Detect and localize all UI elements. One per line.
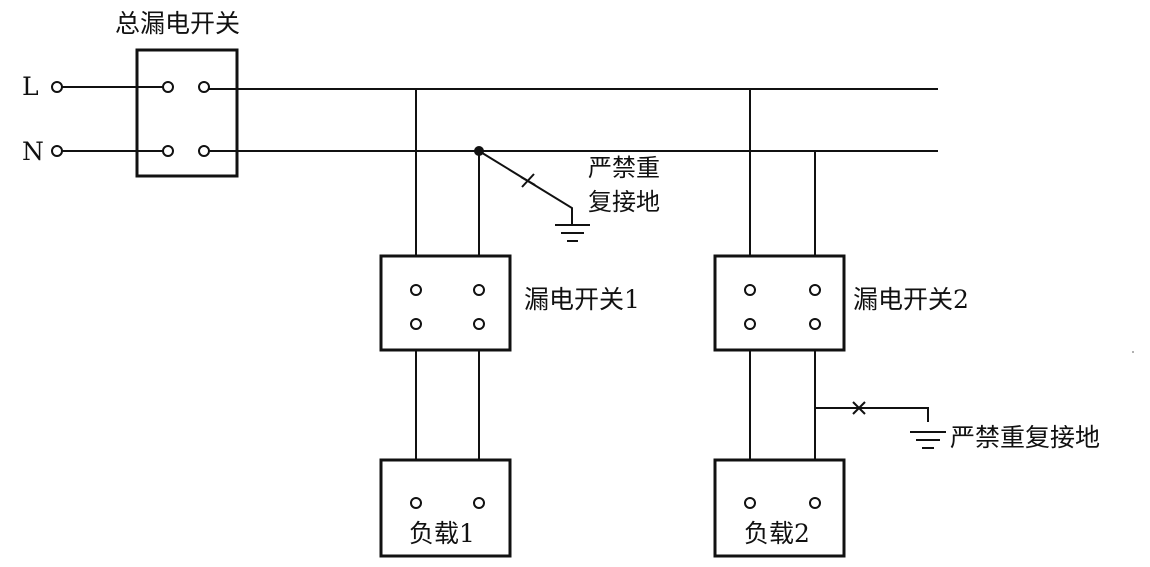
branch-switch-2-terminal xyxy=(809,284,821,296)
branch-switch-2-terminal xyxy=(809,318,821,330)
main-switch-terminal xyxy=(198,81,210,93)
line-terminal xyxy=(51,81,63,93)
branch-switch-1-terminal xyxy=(473,318,485,330)
branch-switch-2-terminal xyxy=(744,284,756,296)
neutral-terminal-label: N xyxy=(22,137,44,166)
main-switch-terminal xyxy=(162,145,174,157)
forbidden-ground-wire-1 xyxy=(478,150,573,224)
branch-switch-2-label: 漏电开关2 xyxy=(853,285,969,314)
main-switch-box xyxy=(135,48,239,178)
branch-switch-1-terminal xyxy=(473,284,485,296)
ground-symbol-icon xyxy=(910,431,946,449)
cross-mark-icon xyxy=(852,401,866,415)
forbidden-ground-label-2: 严禁重复接地 xyxy=(950,423,1100,452)
load-1-label: 负载1 xyxy=(409,519,475,548)
load-2-terminal xyxy=(744,497,756,509)
branch-switch-1-box xyxy=(379,254,512,352)
forbidden-ground-wire-2 xyxy=(815,407,929,422)
forbidden-ground-label-1a: 严禁重 xyxy=(588,154,660,182)
load-2-box xyxy=(713,458,846,558)
load-1-terminal xyxy=(473,497,485,509)
neutral-terminal xyxy=(51,145,63,157)
forbidden-ground-label-1b: 复接地 xyxy=(588,188,660,216)
cross-mark-icon xyxy=(520,173,536,188)
line-terminal-label: L xyxy=(22,72,39,101)
stray-dot xyxy=(1132,351,1134,353)
main-switch-terminal xyxy=(198,145,210,157)
load-2-label: 负载2 xyxy=(744,519,810,548)
main-switch-label: 总漏电开关 xyxy=(115,9,240,38)
branch-switch-1-terminal xyxy=(410,284,422,296)
load-1-terminal xyxy=(410,497,422,509)
main-switch-terminal xyxy=(162,81,174,93)
load-2-terminal xyxy=(809,497,821,509)
branch-switch-1-terminal xyxy=(410,318,422,330)
load-1-box xyxy=(379,458,512,558)
branch-switch-1-label: 漏电开关1 xyxy=(524,285,640,314)
ground-symbol-icon xyxy=(555,224,590,242)
branch-switch-2-terminal xyxy=(744,318,756,330)
branch-switch-2-box xyxy=(713,254,846,352)
